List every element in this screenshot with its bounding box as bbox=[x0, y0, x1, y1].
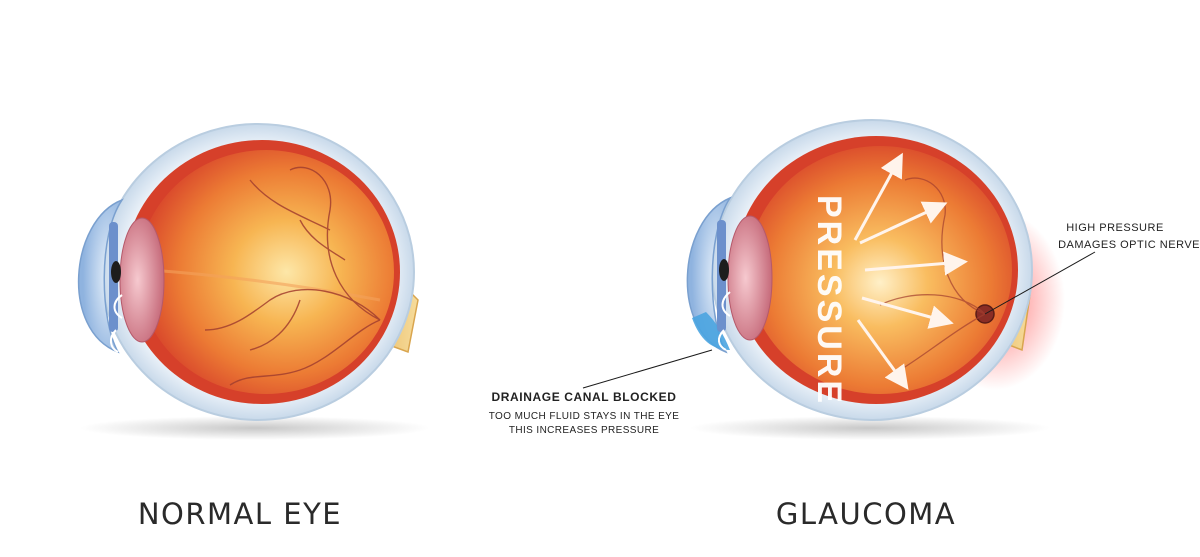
normal-lens bbox=[119, 217, 165, 343]
normal-pupil bbox=[111, 261, 121, 283]
blocked-drainage-canal bbox=[692, 312, 730, 350]
pressure-arrow bbox=[861, 296, 954, 329]
glaucoma-lens bbox=[727, 215, 773, 341]
glaucoma-cornea bbox=[686, 196, 732, 354]
drainage-note-line-2: THIS INCREASES PRESSURE bbox=[508, 425, 660, 436]
normal-eye-illustration bbox=[77, 123, 430, 440]
pressure-arrow bbox=[856, 319, 909, 390]
normal-eye-caption: NORMAL EYE bbox=[137, 497, 343, 531]
optic-nerve-leader-line bbox=[984, 251, 1096, 315]
glaucoma-pupil bbox=[719, 259, 729, 281]
pressure-arrow bbox=[853, 152, 903, 241]
drainage-canal-blocked-title: DRAINAGE CANAL BLOCKED bbox=[491, 390, 677, 404]
pressure-arrow bbox=[864, 251, 968, 276]
drainage-note-line-1: TOO MUCH FLUID STAYS IN THE EYE bbox=[488, 411, 680, 422]
glaucoma-caption: GLAUCOMA bbox=[775, 497, 957, 531]
drainage-leader-line bbox=[582, 349, 713, 389]
glaucoma-eye-shadow bbox=[690, 416, 1050, 440]
pressure-arrow bbox=[859, 201, 948, 245]
normal-eye-shadow bbox=[80, 416, 430, 440]
optic-nerve-note-line-2: DAMAGES OPTIC NERVE bbox=[1058, 239, 1200, 251]
normal-blood-vessels bbox=[204, 166, 381, 386]
pressure-label: PRESSURE bbox=[810, 195, 848, 406]
pressure-arrows bbox=[853, 152, 968, 390]
optic-nerve-note-line-1: HIGH PRESSURE bbox=[1066, 222, 1164, 234]
normal-cornea bbox=[77, 198, 124, 354]
glaucoma-eye-illustration: PRESSURE bbox=[686, 119, 1065, 440]
